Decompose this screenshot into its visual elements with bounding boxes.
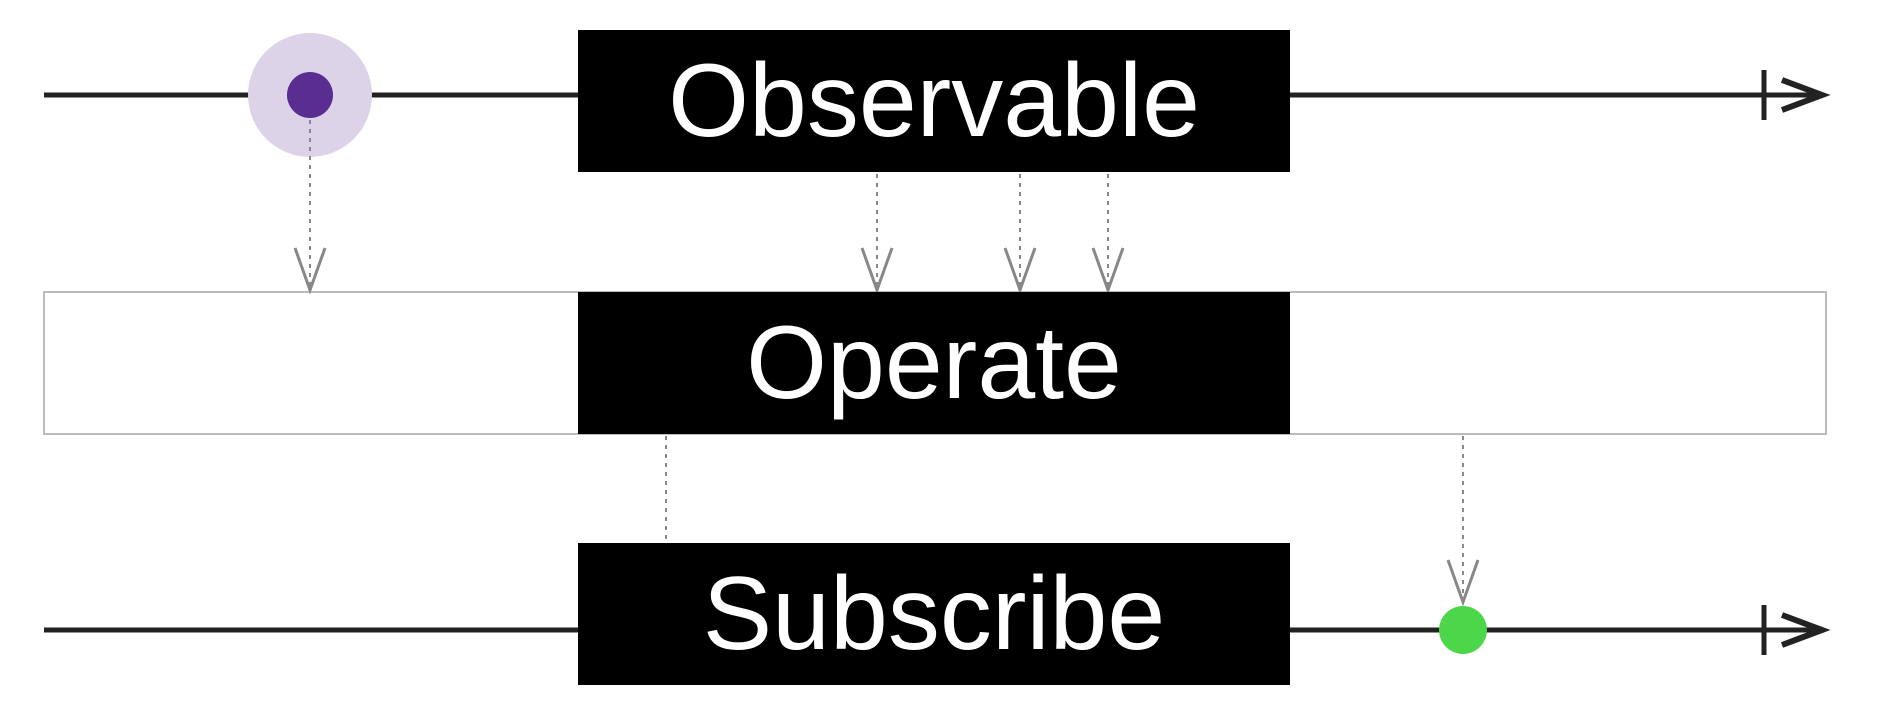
observable-label: Observable: [668, 42, 1200, 159]
subscribe-box: Subscribe: [578, 543, 1290, 685]
output-arrowhead: [1446, 559, 1480, 607]
output-connectors: [665, 436, 1480, 607]
input-arrowhead: [860, 247, 894, 295]
output-marble: [1439, 606, 1487, 654]
observable-arrowhead: [1780, 77, 1831, 113]
subscribe-arrowhead: [1780, 612, 1831, 648]
input-arrowhead: [1091, 247, 1125, 295]
input-arrows: [293, 120, 1125, 295]
observable-box: Observable: [578, 30, 1290, 172]
input-arrowhead: [1003, 247, 1037, 295]
operate-label: Operate: [746, 304, 1122, 421]
subscribe-label: Subscribe: [702, 555, 1166, 672]
operate-box: Operate: [578, 292, 1290, 434]
input-marble: [287, 72, 333, 118]
input-arrowhead: [293, 247, 327, 295]
